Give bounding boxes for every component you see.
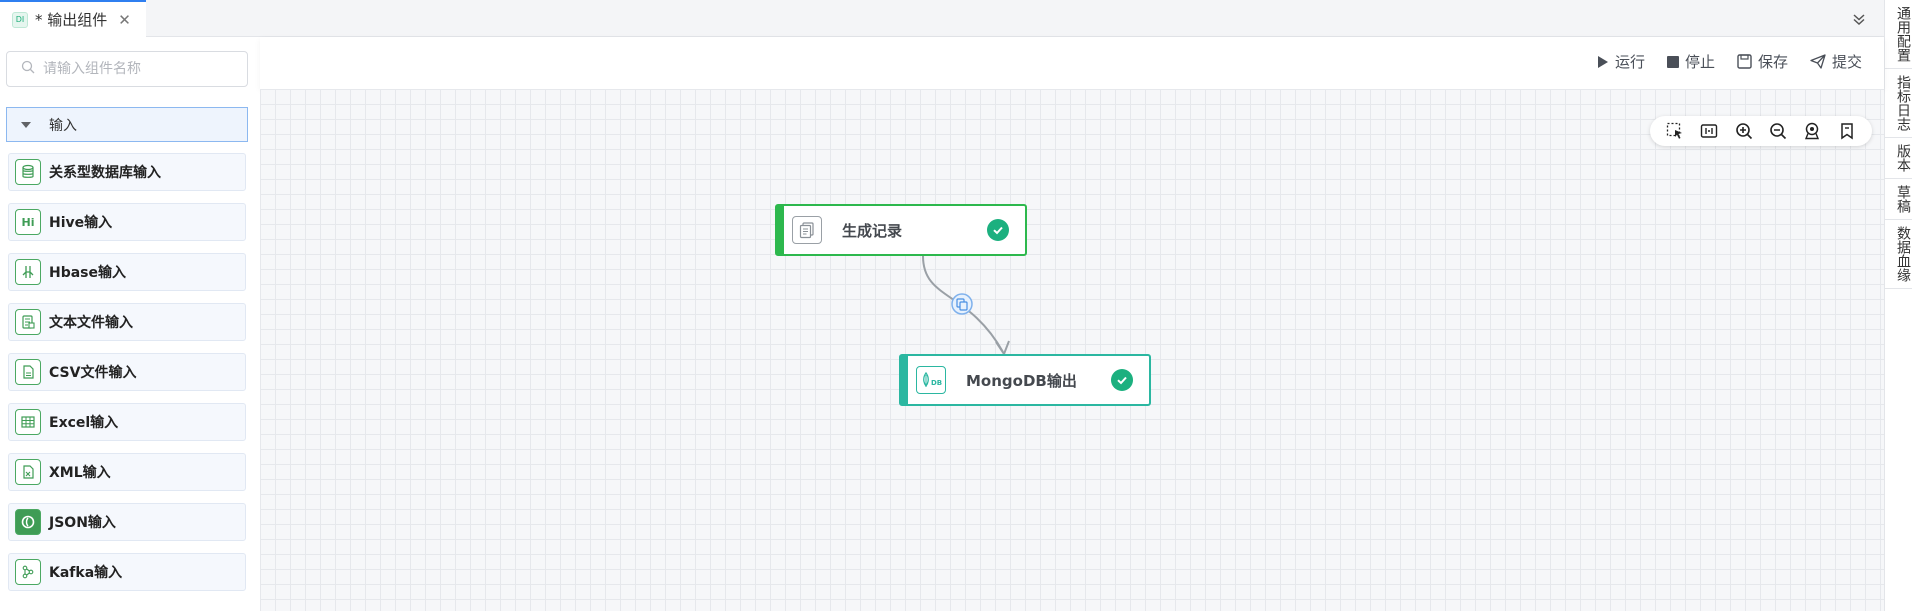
database-icon — [15, 159, 41, 185]
send-icon — [1810, 54, 1826, 69]
text-file-icon — [15, 309, 41, 335]
kafka-icon — [15, 559, 41, 585]
component-label: Hbase输入 — [49, 265, 127, 281]
fit-view-icon[interactable] — [1698, 120, 1720, 142]
rail-draft[interactable]: 草稿 — [1885, 179, 1912, 220]
component-label: XML输入 — [49, 465, 111, 481]
di-badge-icon: DI — [12, 11, 28, 28]
stop-button[interactable]: 停止 — [1666, 51, 1715, 72]
zoom-out-icon[interactable] — [1767, 120, 1789, 142]
close-icon[interactable]: ✕ — [118, 10, 131, 29]
run-button[interactable]: 运行 — [1597, 51, 1645, 72]
save-icon — [1737, 54, 1752, 69]
component-hbase-input[interactable]: Hbase输入 — [8, 253, 246, 291]
check-circle-icon — [1111, 369, 1133, 391]
component-palette: 输入 关系型数据库输入 Hi Hive输入 Hbase输入 文本文件输入 — [0, 37, 260, 611]
component-label: Excel输入 — [49, 415, 119, 431]
component-json-input[interactable]: JSON输入 — [8, 503, 246, 541]
csv-file-icon — [15, 359, 41, 385]
stop-label: 停止 — [1684, 53, 1715, 71]
save-label: 保存 — [1757, 53, 1788, 71]
component-relational-db-input[interactable]: 关系型数据库输入 — [8, 153, 246, 191]
component-label: 关系型数据库输入 — [49, 165, 161, 181]
component-label: 文本文件输入 — [49, 315, 133, 331]
xml-icon — [15, 459, 41, 485]
tab-title: * 输出组件 — [35, 11, 108, 29]
search-box — [6, 51, 248, 87]
search-icon — [21, 60, 35, 78]
locate-icon[interactable] — [1801, 120, 1823, 142]
excel-icon — [15, 409, 41, 435]
canvas-tool-bar — [1650, 116, 1872, 146]
rail-version[interactable]: 版本 — [1885, 138, 1912, 179]
node-generate-records[interactable]: 生成记录 — [775, 204, 1027, 256]
mongodb-icon: DB — [916, 366, 946, 394]
bookmark-icon[interactable] — [1836, 120, 1858, 142]
node-label: 生成记录 — [842, 221, 903, 240]
rail-metrics-log[interactable]: 指标日志 — [1885, 69, 1912, 138]
submit-label: 提交 — [1831, 53, 1862, 71]
flow-canvas[interactable] — [260, 89, 1884, 611]
component-hive-input[interactable]: Hi Hive输入 — [8, 203, 246, 241]
component-excel-input[interactable]: Excel输入 — [8, 403, 246, 441]
box-select-icon[interactable] — [1664, 120, 1686, 142]
right-side-panel: 通用配置 指标日志 版本 草稿 数据血缘 — [1884, 0, 1912, 611]
tab-bar: DI * 输出组件 ✕ — [0, 0, 1884, 37]
node-mongodb-output[interactable]: DB MongoDB输出 — [899, 354, 1151, 406]
hbase-icon — [15, 259, 41, 285]
records-icon — [792, 216, 822, 244]
play-icon — [1597, 55, 1609, 69]
submit-button[interactable]: 提交 — [1810, 51, 1862, 72]
component-label: CSV文件输入 — [49, 365, 137, 381]
save-button[interactable]: 保存 — [1737, 51, 1788, 72]
svg-text:DB: DB — [931, 379, 942, 387]
rail-general-config[interactable]: 通用配置 — [1885, 0, 1912, 69]
component-label: Hive输入 — [49, 215, 113, 231]
rail-data-lineage[interactable]: 数据血缘 — [1885, 220, 1912, 289]
caret-down-icon — [21, 121, 31, 128]
hive-icon: Hi — [15, 209, 41, 235]
component-kafka-input[interactable]: Kafka输入 — [8, 553, 246, 591]
stop-icon — [1666, 55, 1679, 68]
check-circle-icon — [987, 219, 1009, 241]
editor-toolbar: 运行 停止 保存 提交 — [260, 37, 1884, 89]
search-input[interactable] — [43, 61, 233, 77]
group-title: 输入 — [49, 117, 77, 134]
component-text-file-input[interactable]: 文本文件输入 — [8, 303, 246, 341]
node-label: MongoDB输出 — [966, 371, 1077, 390]
double-chevron-down-icon[interactable] — [1848, 8, 1870, 30]
component-csv-file-input[interactable]: CSV文件输入 — [8, 353, 246, 391]
json-icon — [15, 509, 41, 535]
component-label: JSON输入 — [49, 515, 116, 531]
component-list: 关系型数据库输入 Hi Hive输入 Hbase输入 文本文件输入 CSV文件输… — [8, 153, 246, 603]
tab-output-component[interactable]: DI * 输出组件 ✕ — [0, 0, 146, 37]
group-input-header[interactable]: 输入 — [6, 107, 248, 142]
run-label: 运行 — [1614, 53, 1645, 71]
component-label: Kafka输入 — [49, 565, 123, 581]
zoom-in-icon[interactable] — [1733, 120, 1755, 142]
component-xml-input[interactable]: XML输入 — [8, 453, 246, 491]
